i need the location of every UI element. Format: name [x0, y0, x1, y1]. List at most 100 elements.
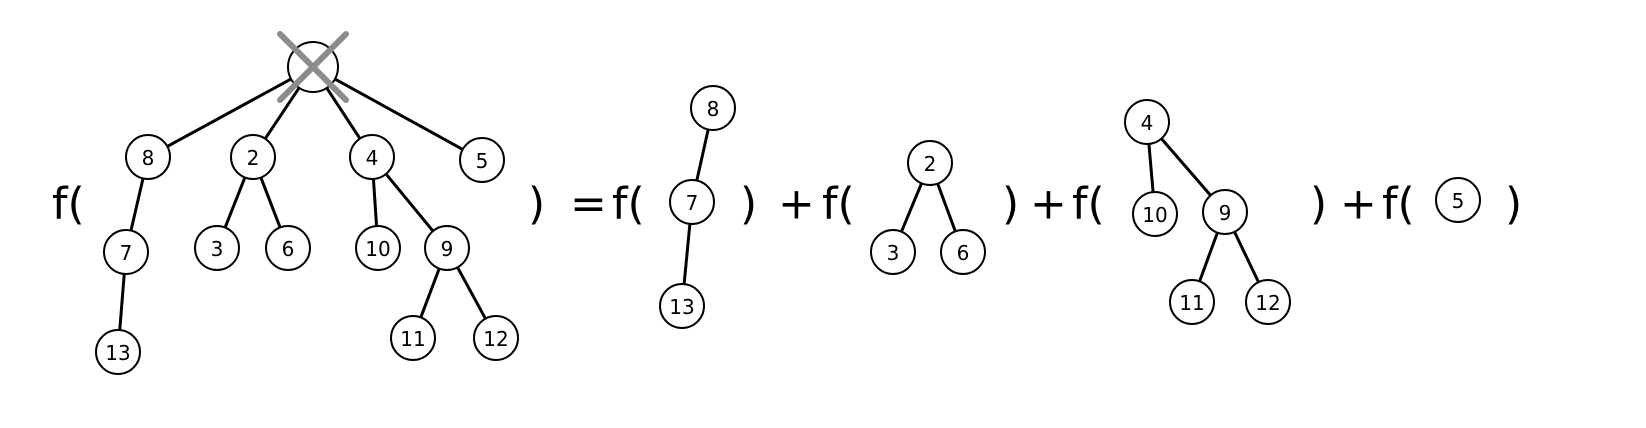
tree-node: 4	[349, 134, 395, 180]
edge-root-2	[263, 83, 303, 141]
plus-2: +	[1030, 179, 1067, 230]
tree-node: 10	[355, 225, 401, 271]
node-label: 13	[669, 295, 694, 319]
node-label: 13	[105, 341, 130, 365]
node-label: 7	[120, 241, 133, 265]
node-label: 6	[282, 237, 295, 261]
f-open-whole: f(	[52, 179, 85, 230]
node-circle	[907, 140, 953, 186]
tree-node: 4	[1124, 99, 1170, 145]
node-label: 12	[483, 327, 508, 351]
plus-3: +	[1340, 179, 1377, 230]
tree-node: 7	[103, 229, 149, 275]
node-label: 5	[476, 149, 489, 173]
node-label: 11	[400, 327, 425, 351]
edge-subtree-4-4-9	[1159, 137, 1213, 197]
tree-node: 10	[1132, 191, 1178, 237]
node-circle	[194, 225, 240, 271]
tree-node: 8	[125, 134, 171, 180]
tree-node: 13	[95, 329, 141, 375]
f-open-sub4: f(	[1072, 179, 1105, 230]
edge-root-4	[323, 83, 362, 141]
node-circle	[1435, 177, 1481, 223]
node-label: 8	[707, 97, 720, 121]
node-circle	[355, 225, 401, 271]
close-sub8: )	[740, 179, 757, 230]
node-label: 9	[1219, 201, 1232, 225]
tree-node: 2	[230, 134, 276, 180]
node-label: 10	[1142, 203, 1167, 227]
close-sub4: )	[1310, 179, 1327, 230]
node-circle	[95, 329, 141, 375]
f-open-sub5: f(	[1382, 179, 1415, 230]
node-circle	[125, 134, 171, 180]
tree-node: 9	[1202, 189, 1248, 235]
node-circle	[669, 179, 715, 225]
tree-node: 8	[690, 85, 736, 131]
node-label: 3	[887, 241, 900, 265]
tree-node: 5	[1435, 177, 1481, 223]
edge-subtree-2-2-6	[936, 182, 957, 233]
close-sub5: )	[1505, 179, 1522, 230]
edge-subtree-4-9-11	[1198, 231, 1219, 283]
edge-whole-4-9	[384, 172, 435, 233]
edge-root-8	[165, 76, 296, 148]
tree-node: 2	[907, 140, 953, 186]
edge-whole-4-10	[371, 177, 379, 228]
node-circle	[659, 283, 705, 329]
removed-root-node	[277, 31, 349, 103]
node-label: 8	[142, 146, 155, 170]
node-circle	[349, 134, 395, 180]
f-open-sub8: f(	[612, 179, 645, 230]
edge-whole-9-11	[419, 267, 441, 319]
edge-subtree-8-7-13	[682, 222, 692, 286]
tree-node: 11	[1169, 279, 1215, 325]
plus-1: +	[778, 179, 815, 230]
edge-subtree-2-2-3	[899, 181, 924, 234]
node-circle	[940, 229, 986, 275]
node-circle	[870, 229, 916, 275]
node-label: 2	[924, 152, 937, 176]
tree-node: 6	[265, 225, 311, 271]
edge-subtree-4-9-12	[1232, 230, 1261, 284]
tree-node: 6	[940, 229, 986, 275]
node-circle	[390, 315, 436, 361]
node-circle	[1124, 99, 1170, 145]
node-label: 4	[366, 146, 379, 170]
node-circle	[690, 85, 736, 131]
edge-whole-7-13	[118, 272, 126, 332]
node-label: 6	[957, 241, 970, 265]
node-circle	[103, 229, 149, 275]
edge-whole-2-6	[259, 176, 282, 229]
node-circle	[1245, 279, 1291, 325]
node-circle	[1202, 189, 1248, 235]
node-label: 4	[1141, 111, 1154, 135]
f-open-sub2: f(	[822, 179, 855, 230]
tree-node: 12	[1245, 279, 1291, 325]
node-circle	[265, 225, 311, 271]
node-label: 10	[365, 237, 390, 261]
node-label: 3	[211, 237, 224, 261]
tree-node: 3	[194, 225, 240, 271]
tree-node: 13	[659, 283, 705, 329]
tree-node: 5	[459, 137, 505, 183]
tree-node: 9	[424, 225, 470, 271]
edge-subtree-8-8-7	[695, 127, 710, 183]
close-sub2: )	[1002, 179, 1019, 230]
node-label: 5	[1452, 189, 1465, 213]
node-label: 9	[441, 237, 454, 261]
edge-whole-8-7	[129, 176, 145, 233]
node-circle	[230, 134, 276, 180]
edge-subtree-4-4-10	[1147, 142, 1155, 194]
close-whole: )	[528, 179, 545, 230]
strike-line-b	[277, 31, 349, 103]
tree-node: 7	[669, 179, 715, 225]
node-label: 11	[1179, 291, 1204, 315]
node-label: 12	[1255, 291, 1280, 315]
node-circle	[1132, 191, 1178, 237]
edge-root-5	[330, 76, 465, 151]
node-circle	[473, 315, 519, 361]
edge-whole-2-3	[223, 175, 247, 230]
